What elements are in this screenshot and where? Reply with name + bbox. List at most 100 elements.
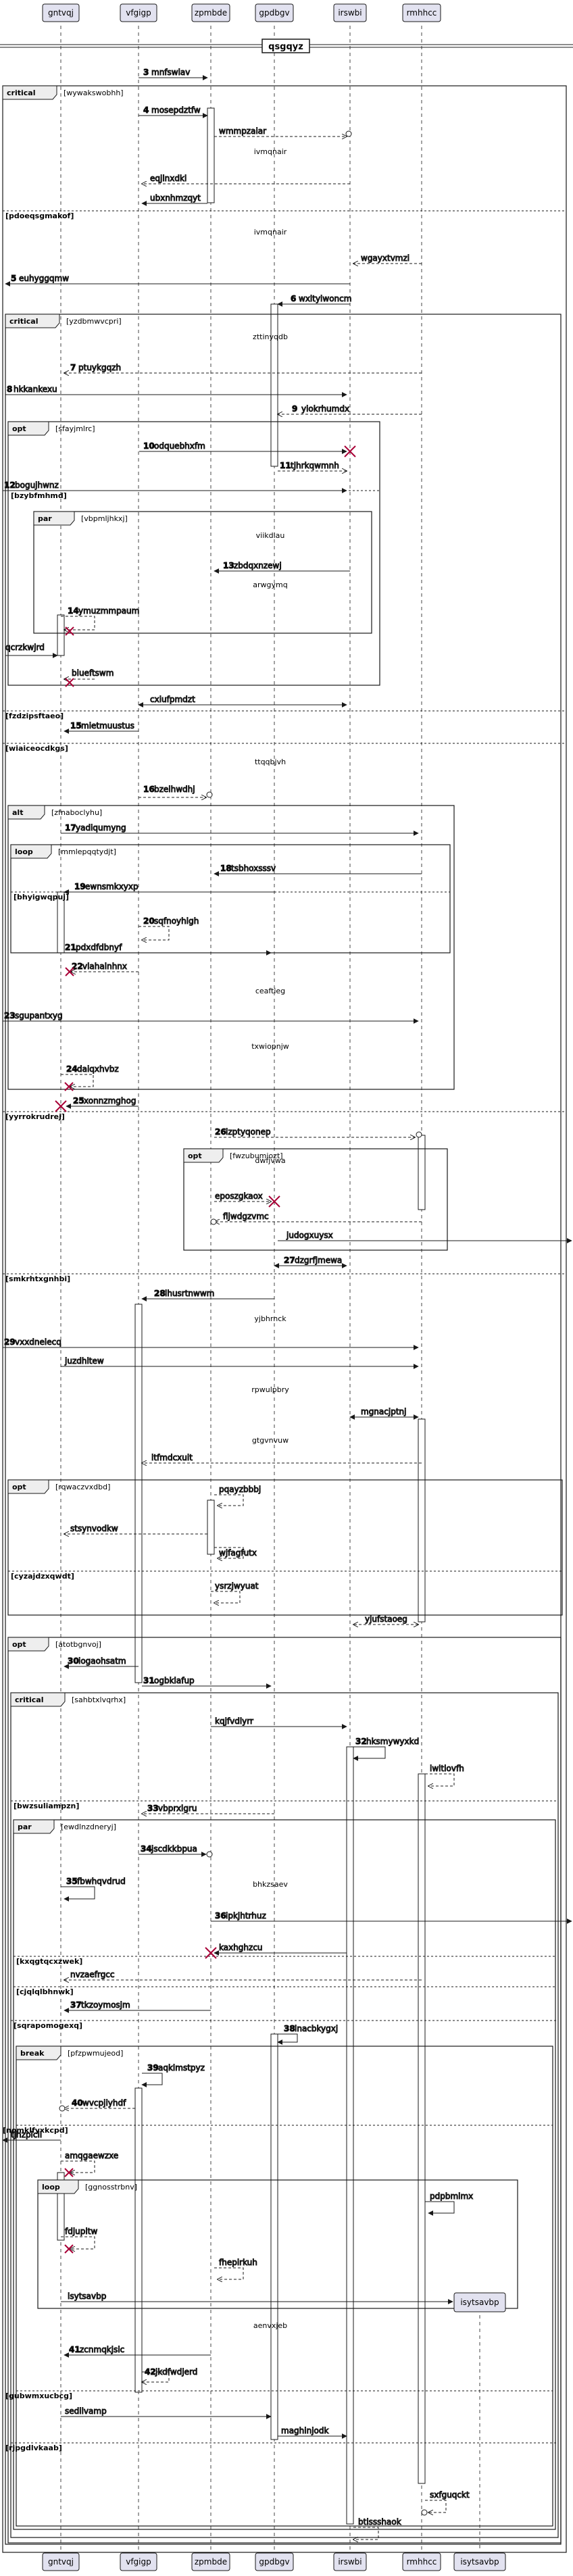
message-arrow — [61, 2236, 95, 2249]
activation — [346, 1746, 354, 2525]
destroy-mark — [205, 1947, 217, 1959]
frame-tab-label: break — [20, 2049, 45, 2058]
activation — [418, 1773, 426, 2484]
frame-guard: [wywakswobhh] — [64, 89, 124, 97]
participant-irswbi[interactable]: irswbi — [333, 3, 367, 22]
message-label: iwltiovfh — [430, 1764, 464, 1773]
participant-vfgigp[interactable]: vfgigp — [120, 3, 157, 22]
message-label: sxfguqckt — [430, 2490, 470, 2500]
message-number: 19 — [74, 882, 86, 891]
message-label: fhepirkuh — [219, 2258, 257, 2267]
frame-tab-label: critical — [9, 317, 38, 326]
activation — [134, 2087, 143, 2393]
destroy-mark — [344, 445, 356, 457]
message-label: stsynvodkw — [70, 1524, 118, 1533]
participant-zpmbde-bottom[interactable]: zpmbde — [191, 2552, 230, 2571]
frame-tab-label: opt — [12, 1483, 26, 1491]
frame-alt-1 — [7, 805, 455, 1090]
message-number: 33 — [147, 1804, 159, 1813]
divider-label: ttqqbjvh — [255, 758, 286, 766]
message-label: vxxdnelecq — [15, 1337, 61, 1347]
message-label: hksmywyxkd — [366, 1737, 419, 1746]
message-number: 29 — [4, 1337, 16, 1347]
message-arrow — [214, 1494, 244, 1506]
frame-tab — [10, 1692, 66, 1707]
lost-message-circle — [421, 2509, 428, 2516]
participant-isytsavbp-bottom[interactable]: isytsavbp — [453, 2552, 506, 2571]
message-label: odquebhxfm — [154, 441, 205, 451]
message-label: xonnzmghog — [84, 1096, 136, 1106]
message-arrow — [141, 2073, 163, 2087]
message-label: tjhrkqwmnh — [291, 461, 339, 470]
svg-text:isytsavbp: isytsavbp — [460, 2557, 499, 2567]
destroy-mark — [65, 678, 74, 687]
message-arrow — [425, 1773, 455, 1786]
frame-tab-label: opt — [188, 1151, 202, 1160]
frame-tab — [33, 511, 75, 526]
message-number: 22 — [72, 962, 83, 971]
message-label: wxltyiwoncm — [299, 294, 351, 303]
message-label: yiokrhumdx — [301, 404, 349, 414]
destroy-mark — [65, 967, 74, 976]
message-number: 30 — [68, 1656, 79, 1666]
divider-label: ivmqnair — [254, 147, 287, 156]
message-number: 10 — [143, 441, 155, 451]
message-label: maghinjodk — [281, 2426, 328, 2435]
activation — [418, 1135, 426, 1210]
frame-guard: [fwzubumiozt] — [230, 1151, 283, 1160]
message-number: 18 — [220, 864, 232, 873]
frame-tab — [2, 85, 57, 100]
message-arrow — [211, 1591, 241, 1603]
frame-tab-label: opt — [12, 424, 26, 433]
message-label: ltfmdcxuit — [151, 1453, 193, 1462]
message-label: cxiufpmdzt — [150, 695, 195, 704]
message-label: kqjfvdlyrr — [215, 1716, 253, 1726]
message-arrow — [425, 2201, 455, 2216]
participant-gntvqj[interactable]: gntvqj — [42, 3, 80, 22]
destroy-mark — [65, 626, 74, 636]
message-number: 23 — [4, 1011, 16, 1020]
message-label: vlahalnhnx — [82, 962, 127, 971]
frame-loop-1 — [10, 844, 451, 953]
participant-rmhhcc[interactable]: rmhhcc — [402, 3, 441, 22]
message-label: eposzgkaox — [215, 1191, 263, 1201]
frame-opt-3 — [7, 1479, 563, 1616]
message-label: dzgrfjmewa — [295, 1256, 342, 1265]
message-number: 39 — [147, 2063, 159, 2073]
activation — [57, 2172, 65, 2241]
participant-isytsavbp-created[interactable]: isytsavbp — [453, 2292, 506, 2312]
participant-gntvqj-bottom[interactable]: gntvqj — [42, 2552, 80, 2571]
message-label: sedilvamp — [65, 2406, 107, 2416]
message-label: lsytsavbp — [68, 2292, 106, 2301]
else-guard: [kxqgtqcxzwek] — [16, 1957, 82, 1966]
frame-critical-2 — [5, 314, 562, 2545]
frame-tab — [183, 1148, 224, 1163]
frame-guard: [zfnaboclyhu] — [51, 808, 102, 817]
participant-rmhhcc-bottom[interactable]: rmhhcc — [402, 2552, 441, 2571]
else-guard: [sqrapomogexq] — [14, 2021, 82, 2030]
frame-guard: [ewdlnzdneryj] — [61, 1823, 116, 1831]
divider-label: dwfjvwa — [255, 1156, 285, 1165]
message-number: 41 — [69, 2345, 80, 2354]
else-guard: [bzybfmhmd] — [11, 491, 67, 500]
lost-message-circle — [206, 791, 213, 798]
message-label: sgupantxyg — [15, 1011, 63, 1020]
else-guard: [smkrhtxgnhbi] — [5, 1274, 70, 1283]
message-label: pdxdfdbnyf — [76, 943, 122, 952]
divider-label: rpwulpbry — [251, 1385, 289, 1394]
participant-vfgigp-bottom[interactable]: vfgigp — [120, 2552, 157, 2571]
participant-gpdbgv-bottom[interactable]: gpdbgv — [255, 2552, 294, 2571]
message-label: lnacbkygxj — [295, 2024, 338, 2033]
divider-label: zttinyqdb — [253, 332, 288, 341]
else-guard: [nomklfyxkcpd] — [3, 2126, 68, 2135]
svg-text:rmhhcc: rmhhcc — [407, 8, 437, 18]
participant-zpmbde[interactable]: zpmbde — [191, 3, 230, 22]
participant-gpdbgv[interactable]: gpdbgv — [255, 3, 294, 22]
frame-guard: [pfzpwmujeod] — [68, 2049, 123, 2058]
message-label: mosepdztfw — [151, 105, 201, 115]
message-number: 36 — [215, 1911, 226, 1921]
svg-text:vfgigp: vfgigp — [126, 8, 151, 18]
message-number: 27 — [284, 1256, 295, 1265]
participant-irswbi-bottom[interactable]: irswbi — [333, 2552, 367, 2571]
message-label: ewnsmkxyxp — [85, 882, 139, 891]
